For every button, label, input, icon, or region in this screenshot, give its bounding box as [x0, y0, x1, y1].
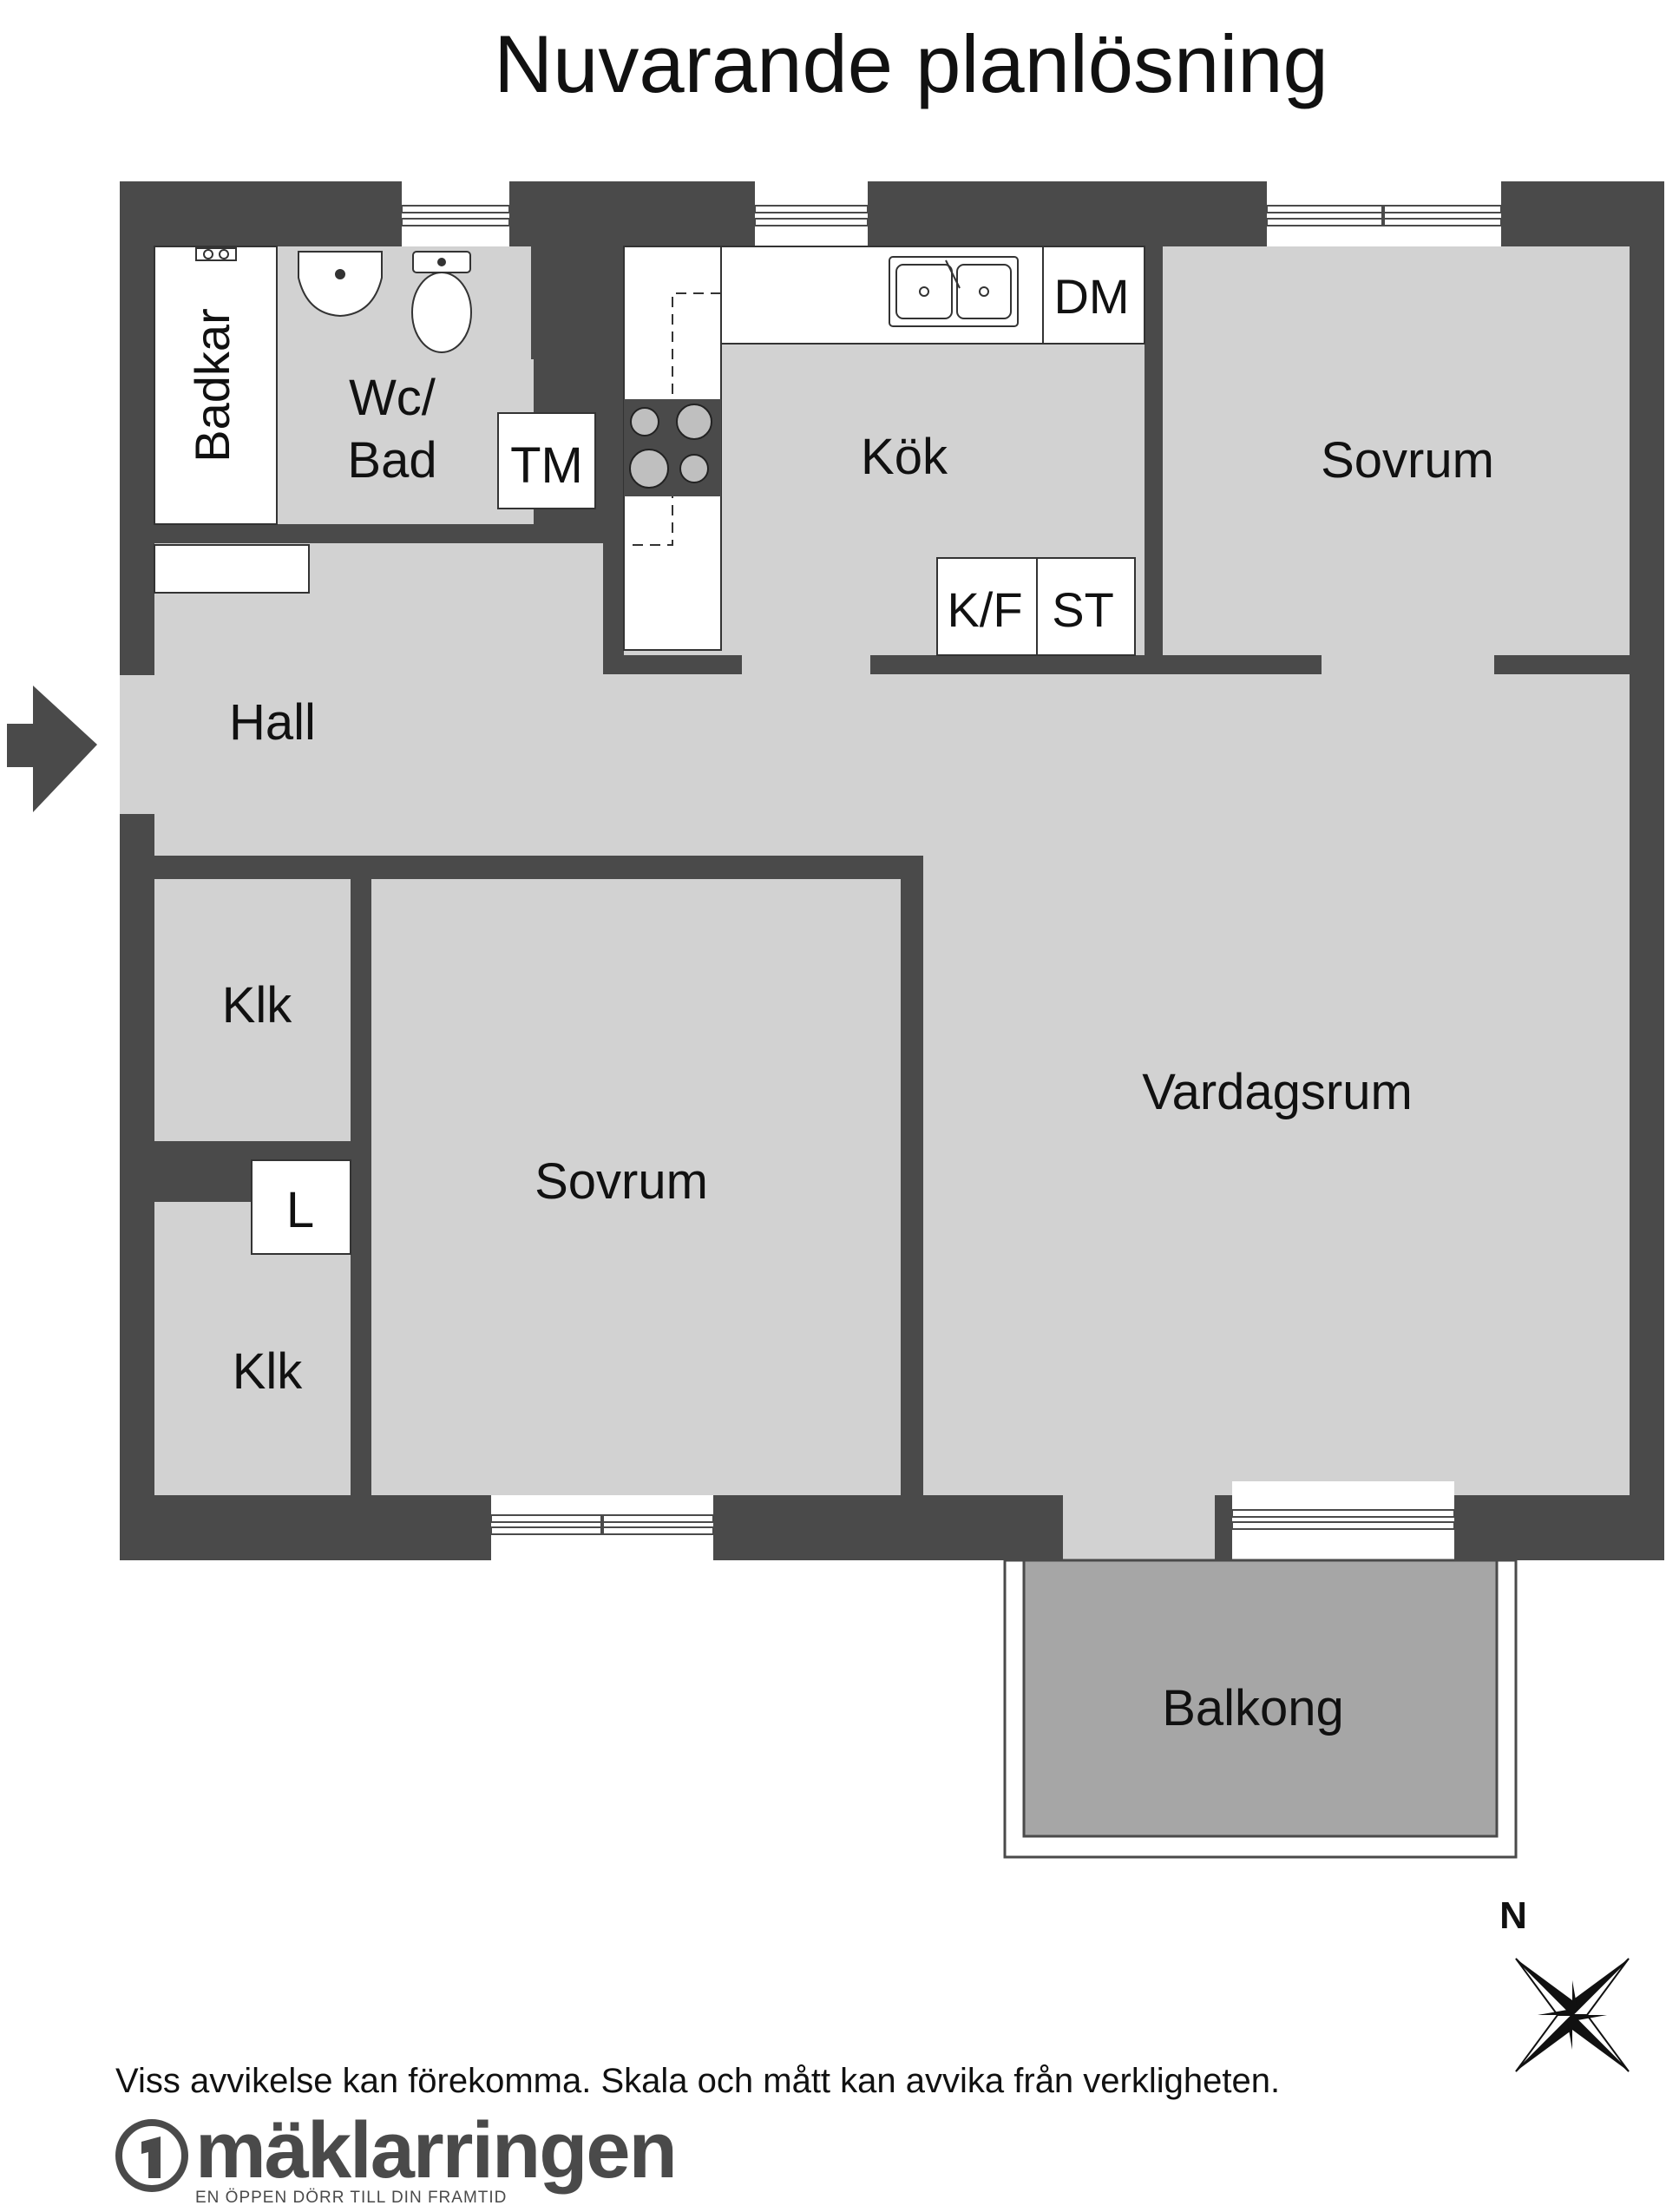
sink-icon	[298, 251, 383, 318]
label-wc: Wc/	[349, 370, 436, 426]
washing-machine	[497, 412, 596, 509]
label-kf: K/F	[947, 582, 1022, 637]
page-title: Nuvarande planlösning	[494, 18, 1328, 109]
wall-wc-kitchen	[603, 246, 624, 663]
balcony	[1003, 1559, 1518, 1859]
label-tm: TM	[510, 437, 583, 494]
label-balkong: Balkong	[1162, 1680, 1344, 1736]
floor-closet-upper	[154, 879, 351, 1141]
label-bad: Bad	[347, 432, 436, 489]
windows	[401, 181, 1502, 1560]
label-klk-upper: Klk	[222, 977, 293, 1034]
entrance-opening	[120, 675, 154, 814]
wall-bedroom-top-bottom	[1494, 655, 1630, 674]
interior-walls	[154, 246, 1630, 1495]
label-l: L	[286, 1182, 314, 1238]
kitchen-fixtures	[623, 246, 1145, 656]
window-living	[1231, 1481, 1455, 1560]
wall-wc-shaft	[531, 246, 603, 359]
wall-kitchen-bottom-left	[603, 655, 742, 674]
floor-hall	[154, 543, 1630, 856]
wall-bedroom-living	[901, 856, 923, 1495]
window-bath	[401, 181, 510, 246]
floor-bedroom-bottom	[371, 879, 901, 1495]
label-hall: Hall	[229, 694, 316, 751]
brand-mark-icon	[115, 2119, 188, 2192]
brand-tagline: EN ÖPPEN DÖRR TILL DIN FRAMTID	[195, 2189, 508, 2207]
faucet-icon	[195, 247, 237, 261]
wall-kitchen-bottom	[870, 655, 1322, 674]
compass-north-label: N	[1499, 1894, 1527, 1937]
room-labels: Badkar Wc/ Bad TM Kök DM K/F ST Sovrum H…	[185, 269, 1494, 1736]
storage-cabinet	[1036, 557, 1136, 656]
kitchen-sink-icon	[889, 256, 1019, 327]
stove-burners	[629, 404, 712, 489]
entrance-arrow-icon	[7, 686, 97, 812]
brand-name: mäklarringen	[195, 2106, 678, 2195]
label-sovrum-top: Sovrum	[1321, 432, 1494, 489]
label-vardagsrum: Vardagsrum	[1142, 1064, 1413, 1120]
label-dm: DM	[1053, 269, 1129, 324]
window-bedroom-bottom	[490, 1495, 714, 1560]
disclaimer-text: Viss avvikelse kan förekomma. Skala och …	[115, 2062, 1281, 2100]
brand-logo: mäklarringen EN ÖPPEN DÖRR TILL DIN FRAM…	[115, 2106, 678, 2209]
label-badkar: Badkar	[185, 308, 239, 462]
wall-bath-top	[154, 524, 356, 543]
linen-cupboard	[251, 1159, 351, 1255]
label-klk-lower: Klk	[233, 1343, 304, 1400]
compass-rose-icon	[1515, 1958, 1630, 2072]
wall-closet-divider	[351, 868, 371, 1263]
label-st: ST	[1052, 582, 1114, 637]
wall-hall-lower-right	[525, 856, 921, 876]
floor-balcony-door	[1063, 1493, 1215, 1560]
hall-shelf	[154, 544, 310, 594]
wall-hall-lower-left	[154, 856, 226, 876]
window-kitchen	[754, 181, 869, 246]
wall-kitchen-bedroom	[1145, 246, 1163, 663]
balcony-floor	[1022, 1559, 1499, 1838]
floor-living	[923, 856, 1630, 1495]
wall-closet-lower	[351, 1386, 371, 1495]
wall-bath-top-right	[482, 524, 621, 543]
bathroom-fixtures	[154, 246, 596, 594]
label-kok: Kök	[861, 429, 948, 485]
label-sovrum-bottom: Sovrum	[535, 1153, 708, 1210]
bathtub	[154, 246, 278, 525]
toilet-icon	[411, 251, 472, 353]
window-bedroom-top	[1266, 181, 1502, 246]
dishwasher	[1042, 246, 1145, 345]
